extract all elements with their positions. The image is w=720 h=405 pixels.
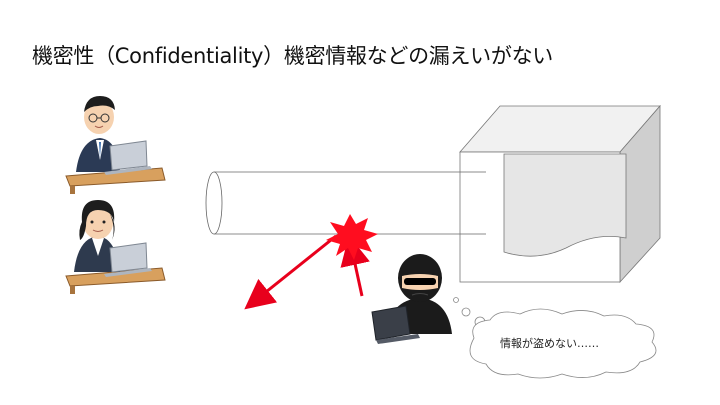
thought-bubble-text: 情報が盗めない……: [500, 337, 599, 350]
office-man-laptop-icon: [65, 96, 166, 194]
hacker-laptop-icon: [371, 254, 452, 344]
office-woman-laptop-icon: [65, 200, 166, 294]
slide-title: 機密性（Confidentiality）機密情報などの漏えいがない: [32, 44, 553, 68]
data-storage-cube: [459, 104, 661, 284]
deflected-arrow: [244, 234, 337, 310]
explosion-icon: [326, 214, 378, 260]
thought-bubble: [453, 297, 657, 379]
